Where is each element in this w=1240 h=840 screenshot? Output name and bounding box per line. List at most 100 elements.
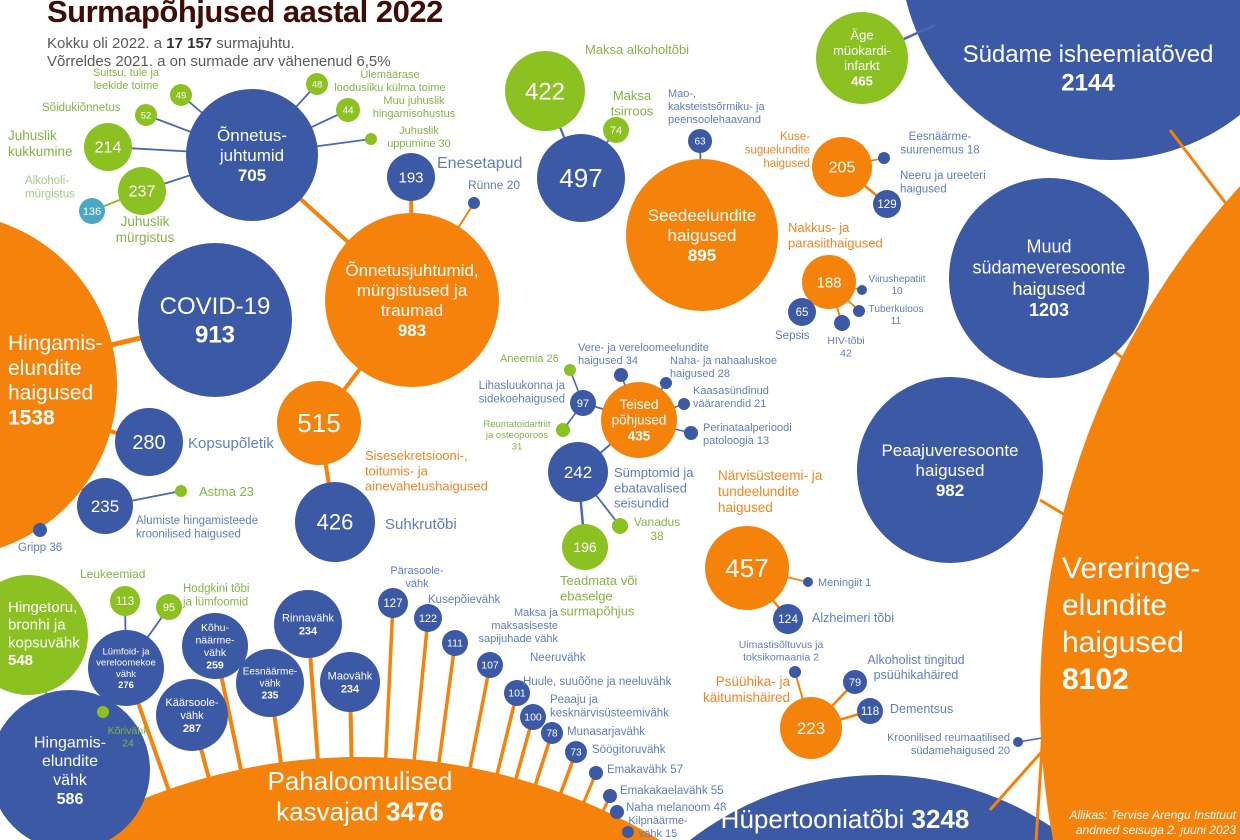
connector-line [0,398,150,444]
chart-label-54: Munasarjavähk [567,726,645,738]
bubble-text-suitsu-tule-leekide: 49 [176,90,187,101]
subtitle-suffix: surmajuhtu. [212,34,295,52]
bubble-teadmata [562,524,608,570]
bubble-text-muu-juhuslik-hingamisohustus: 44 [342,106,354,117]
chart-label-8: Enesetapud [437,155,522,172]
dot-astma [175,485,187,497]
bubble-text-leukeemiad: 113 [116,596,134,608]
total-deaths-value: 17 157 [166,34,213,52]
bubble-text-juhuslik-kukkumine: 214 [95,140,122,157]
bubble-kopsupoletik [115,408,183,476]
bubble-kaarsoolevahk [156,679,228,751]
chart-label-55: Söögitoruvähk [592,744,666,756]
bubble-text-nakkus-parasiithaigused: 188 [816,274,841,291]
bubble-maksa-alkoholtobi [505,51,585,131]
dot-aneemia [564,364,576,376]
connector-line [507,716,535,805]
bubble-psuuhika [780,697,842,759]
bubble-text-kroonilised-maksahaigused: 497 [559,163,602,193]
bubble-text-psuuhika: 223 [797,719,825,738]
chart-label-56: Emakavähk 57 [607,764,683,776]
bubble-munasarjavahk [541,722,563,744]
connector-line [435,642,457,778]
chart-label-52: Huule, suuõõne ja neeluvähk [523,676,672,688]
chart-label-45: Leukeemiad [80,567,145,581]
bubble-hupertooniatobi [690,775,1070,840]
bubble-text-kopsupoletik: 280 [132,432,165,454]
bubble-sudame-isheemiatoved [906,0,1240,160]
bubble-text-dementsus: 118 [861,706,879,718]
connector-line [383,602,395,774]
bubble-enesetapud [387,153,435,201]
dot-emakavahk [589,766,603,780]
connector-line [524,732,554,815]
bubble-text-alkoholimurgistus: 136 [83,206,101,218]
chart-label-26: Suhkrutõbi [385,516,457,533]
dot-vere-vereloomeelundite [614,368,628,382]
bubble-text-maksa-alkoholtobi: 422 [525,78,565,105]
dot-perinataalperioodi [684,426,698,440]
source-line1: Allikas: Tervise Arengu Instituut [1069,808,1236,822]
dot-tuberkuloos [853,305,865,317]
connector-line [1168,129,1240,223]
bubble-soogitoruvahk [565,741,587,763]
dot-juhuslik-uppumine [365,133,377,145]
bubble-text-neeru-ureeteri: 129 [877,199,896,211]
connector-line [490,692,519,796]
chart-label-48: Pärasoole-vähk [390,565,444,590]
chart-label-19: Sepsis [775,330,810,342]
bubble-text-kuse-suguelundite: 205 [829,160,856,177]
bubble-text-ulemaarase-kulma-toime: 48 [312,79,323,90]
dot-meningiit [803,577,813,587]
chart-label-24: Gripp 36 [18,542,62,554]
bubble-text-kusepoievahk: 122 [419,613,437,625]
connector-line [0,467,41,531]
connector-line [465,664,492,784]
dot-gripp [33,523,47,537]
bubble-suitsu-tule-leekide [170,84,192,106]
bubble-text-mao-haavand: 63 [694,137,706,148]
bubble-ulemaarase-kulma-toime [306,73,328,95]
bubble-huule-suuoone-neeluvahk [504,680,530,706]
bubble-text-alzheimeri: 124 [778,612,798,626]
bubble-muu-juhuslik-hingamisohustus [336,98,360,122]
connector-line [1034,714,1046,840]
chart-label-9: Rünne 20 [468,178,520,192]
bubble-dementsus [857,698,883,724]
chart-label-21: Kopsupõletik [188,435,274,452]
bubble-kusepoievahk [414,604,442,632]
chart-label-22: Astma 23 [199,484,254,499]
bubble-sumptomid [548,442,608,502]
bubble-juhuslik-kukkumine [84,123,132,171]
connector-line [988,747,1047,811]
bubble-text-teadmata: 196 [573,539,597,555]
